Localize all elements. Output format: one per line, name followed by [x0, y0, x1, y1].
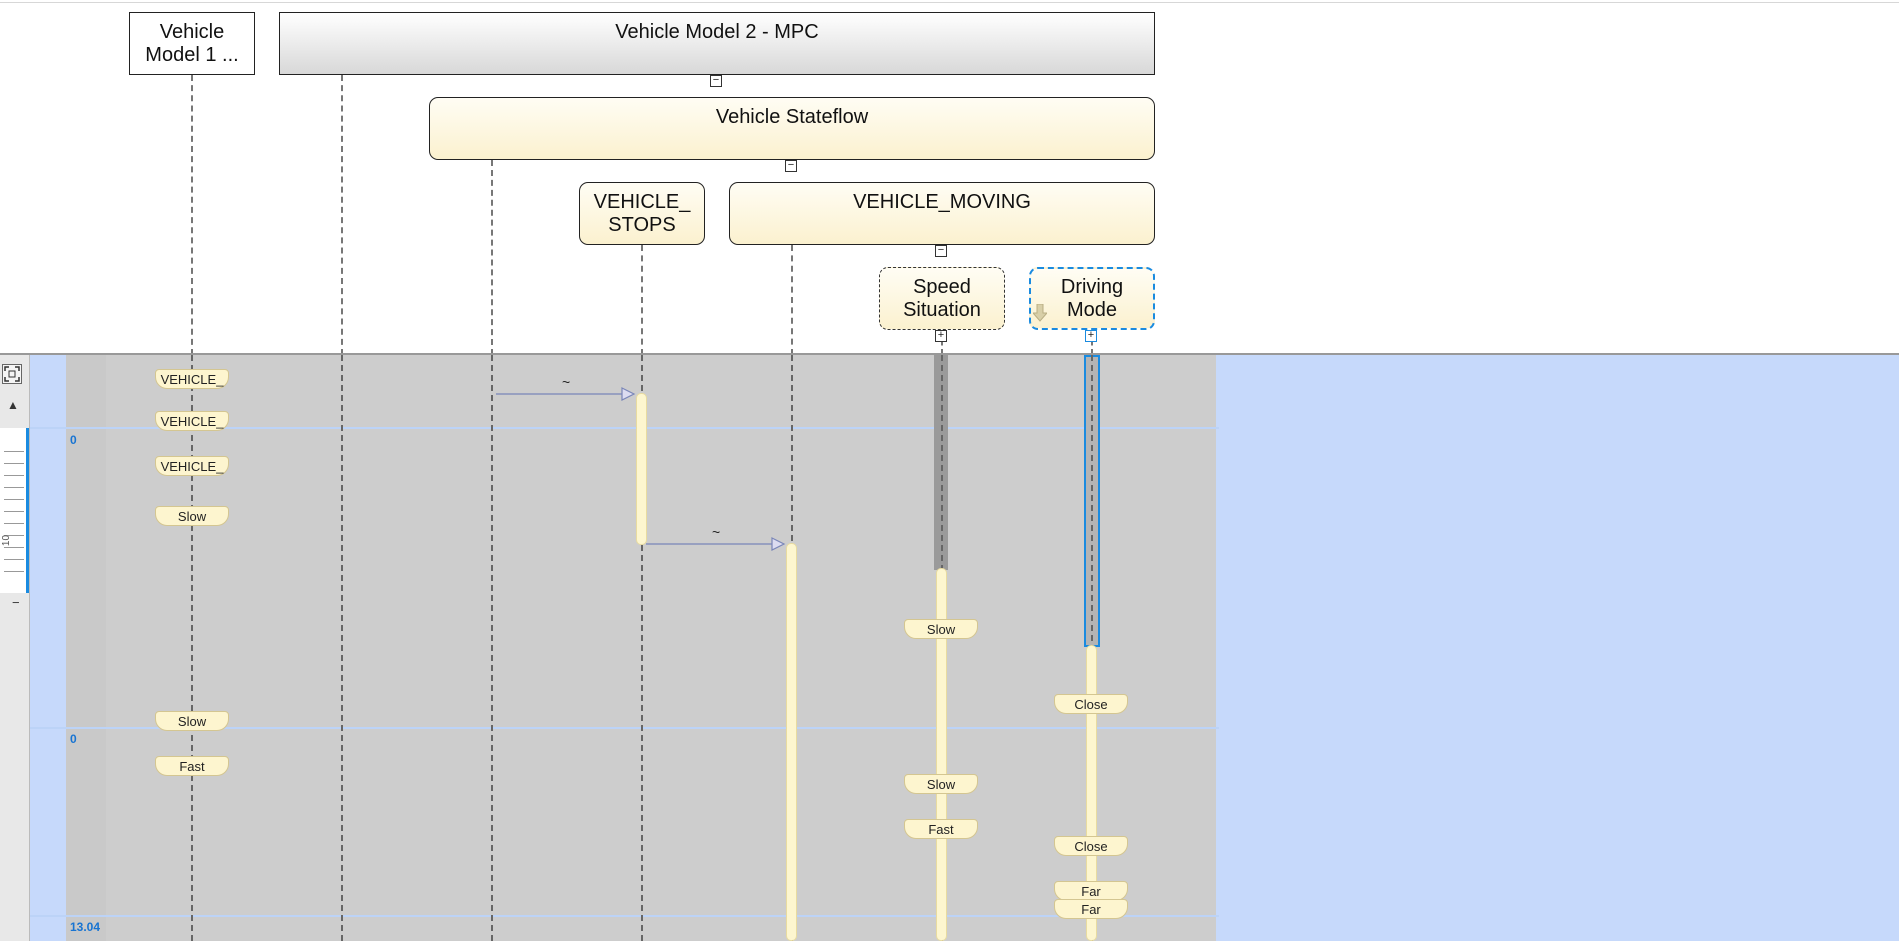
lifeline-model1 — [191, 355, 193, 941]
lifeline-stops — [641, 355, 643, 941]
time-axis-column — [66, 355, 106, 941]
scroll-to-top-icon[interactable]: ▲ — [7, 398, 19, 412]
state-tag[interactable]: Slow — [904, 774, 978, 794]
lifeline-stem-speed — [941, 330, 943, 355]
state-tag[interactable]: Fast — [904, 819, 978, 839]
message-arrow[interactable] — [496, 385, 636, 401]
lifeline-stem-moving — [791, 245, 793, 355]
time-label: 0 — [70, 433, 77, 447]
lifeline-vehicle-stops[interactable]: VEHICLE_ STOPS — [579, 182, 705, 245]
collapse-stateflow-button[interactable]: − — [785, 160, 797, 172]
lifeline-vehicle-model-2[interactable]: Vehicle Model 2 - MPC — [279, 12, 1155, 75]
state-tag[interactable]: Close — [1054, 836, 1128, 856]
lifeline-driving-mode[interactable]: Driving Mode — [1029, 267, 1155, 330]
lifeline-speed-situation[interactable]: Speed Situation — [879, 267, 1005, 330]
state-tag[interactable]: Close — [1054, 694, 1128, 714]
state-tag[interactable]: VEHICLE_ — [155, 456, 229, 476]
activation-moving[interactable] — [786, 543, 797, 941]
lifeline-stem-stateflow — [491, 160, 493, 355]
lifeline-vehicle-stateflow[interactable]: Vehicle Stateflow — [429, 97, 1155, 160]
time-gridline — [30, 727, 1219, 729]
lifeline-stateflow — [491, 355, 493, 941]
expand-speed-button[interactable]: + — [935, 330, 947, 342]
state-tag[interactable]: Fast — [155, 756, 229, 776]
message-label: ~ — [562, 374, 571, 390]
header-separator — [0, 353, 1899, 355]
activation-stops[interactable] — [636, 393, 647, 545]
state-tag[interactable]: Slow — [155, 506, 229, 526]
collapse-model2-button[interactable]: − — [710, 75, 722, 87]
state-tag[interactable]: Slow — [904, 619, 978, 639]
lifeline-model2 — [341, 355, 343, 941]
state-tag[interactable]: VEHICLE_ — [155, 411, 229, 431]
state-tag[interactable]: VEHICLE_ — [155, 369, 229, 389]
zoom-out-icon[interactable]: − — [12, 595, 20, 610]
ruler-ticks — [4, 440, 24, 580]
time-gridline — [30, 915, 1219, 917]
lifeline-vehicle-moving[interactable]: VEHICLE_MOVING — [729, 182, 1155, 245]
time-gridline — [30, 427, 1219, 429]
message-arrow[interactable] — [646, 535, 786, 551]
lifeline-stem-driving — [1091, 330, 1093, 355]
fit-to-view-icon[interactable] — [2, 364, 22, 384]
message-label: ~ — [712, 524, 721, 540]
state-tag[interactable]: Slow — [155, 711, 229, 731]
collapse-moving-button[interactable]: − — [935, 245, 947, 257]
state-tag[interactable]: Far — [1054, 881, 1128, 901]
time-label: 0 — [70, 732, 77, 746]
lifeline-stem-model1 — [191, 75, 193, 355]
time-label: 13.04 — [70, 920, 101, 934]
top-divider — [0, 2, 1899, 3]
lifeline-stem-model2 — [341, 75, 343, 355]
state-tag[interactable]: Far — [1054, 899, 1128, 919]
ruler-label: 10 — [1, 534, 13, 547]
lifeline-stem-stops — [641, 245, 643, 355]
lifeline-vehicle-model-1[interactable]: Vehicle Model 1 ... — [129, 12, 255, 75]
drag-arrow-icon[interactable] — [1033, 304, 1047, 322]
expand-driving-button[interactable]: + — [1085, 330, 1097, 342]
